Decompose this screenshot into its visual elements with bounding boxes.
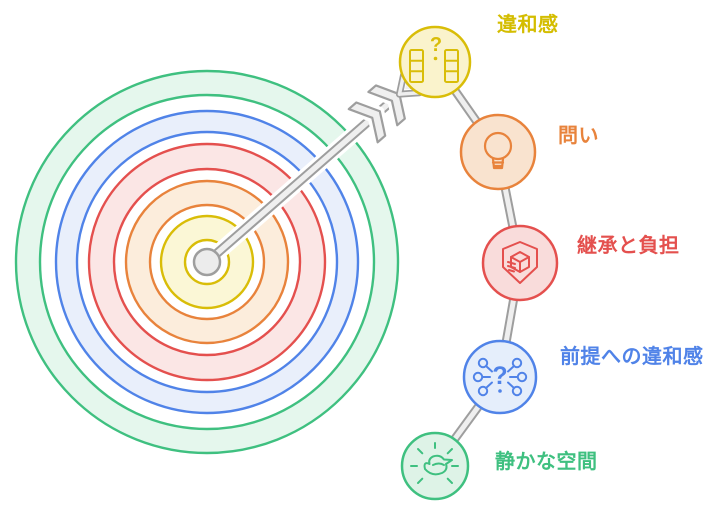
ring-red bbox=[87, 142, 327, 382]
lightbulb-icon bbox=[483, 131, 513, 170]
compare-columns-question-icon: ? bbox=[409, 34, 459, 83]
feather-chevron-front bbox=[367, 84, 406, 127]
feather-chevron-back bbox=[347, 101, 387, 144]
node-shizuka-kukan bbox=[400, 431, 470, 501]
ring-red-outer-edge bbox=[87, 142, 327, 382]
ring-green bbox=[14, 69, 400, 455]
target-bullseye bbox=[14, 69, 400, 455]
node-toi bbox=[459, 113, 537, 191]
ring-orange bbox=[124, 179, 290, 345]
ring-orange-band bbox=[126, 181, 288, 343]
ring-red-band bbox=[89, 144, 325, 380]
dove-icon bbox=[410, 442, 459, 484]
ring-yellow-inner-edge bbox=[183, 238, 231, 286]
ring-blue-inner-edge bbox=[75, 130, 339, 394]
node-iwakan-circle bbox=[398, 25, 472, 99]
shield-package-icon bbox=[502, 241, 538, 284]
question-mark-glyph: ? bbox=[492, 362, 507, 390]
ring-blue-outer-edge bbox=[54, 109, 360, 415]
label-zentei-iwakan: 前提への違和感 bbox=[560, 344, 704, 368]
label-iwakan: 違和感 bbox=[497, 12, 559, 36]
label-shizuka-kukan: 静かな空間 bbox=[495, 449, 598, 473]
ring-green-outer-edge bbox=[14, 69, 400, 455]
question-mark-glyph: ? bbox=[430, 34, 442, 56]
ring-blue-band bbox=[56, 111, 358, 413]
ring-red-inner-edge bbox=[112, 167, 302, 357]
arrow-impact-knob bbox=[192, 247, 222, 277]
label-toi: 問い bbox=[558, 124, 599, 147]
label-keisho-to-futan: 継承と負担 bbox=[577, 233, 680, 257]
ring-orange-outer-edge bbox=[124, 179, 290, 345]
node-toi-circle bbox=[459, 113, 537, 191]
ring-yellow-outer-edge bbox=[159, 214, 255, 310]
ring-yellow bbox=[159, 214, 255, 310]
ring-green-inner-edge bbox=[38, 93, 376, 431]
ring-yellow-band bbox=[161, 216, 253, 308]
ring-orange-inner-edge bbox=[148, 203, 266, 321]
network-question-icon: ? bbox=[472, 357, 528, 397]
node-zentei-iwakan: ? bbox=[462, 339, 538, 415]
node-labels: 違和感 問い 継承と負担 前提への違和感 静かな空間 bbox=[495, 12, 704, 473]
node-keisho-to-futan bbox=[481, 224, 559, 302]
ring-green-band bbox=[16, 71, 398, 453]
node-iwakan: ? bbox=[398, 25, 472, 99]
ring-blue bbox=[54, 109, 360, 415]
